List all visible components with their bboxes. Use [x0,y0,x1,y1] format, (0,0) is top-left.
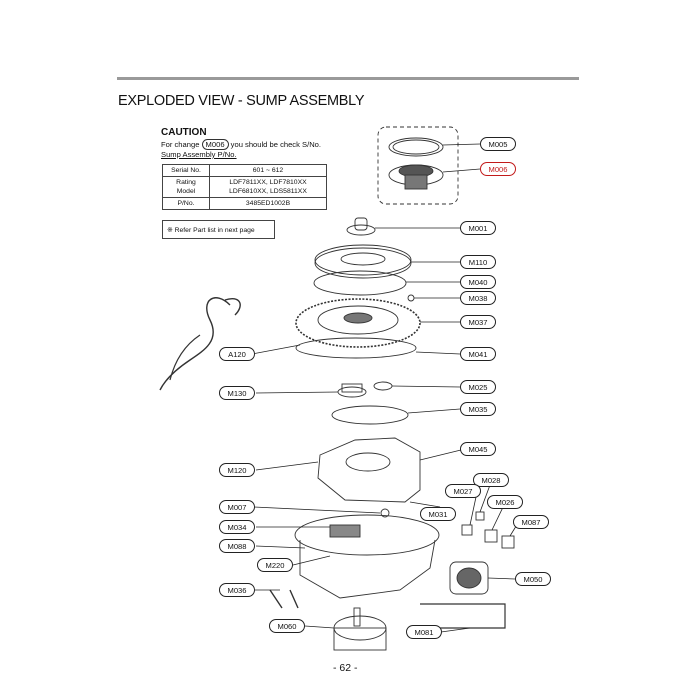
callout-m120: M120 [219,463,255,477]
part-sump-lower [299,539,436,599]
part-m036 [269,589,299,609]
part-m041 [295,337,417,359]
part-m035 [331,405,409,425]
part-m007 [380,508,390,518]
callout-m037: M037 [460,315,496,329]
part-m001-top [354,217,368,231]
part-m120-center [345,452,391,472]
pno-label: P/No. [162,197,210,210]
part-m088 [329,524,361,538]
part-m001 [346,224,376,236]
table-row: Serial No. 601 ~ 612 [162,164,327,177]
caution-line1-pre: For change [161,140,200,149]
caution-line-2: Sump Assembly P/No. [161,150,237,159]
header-rule [117,77,579,80]
part-m025 [373,381,393,391]
part-m087 [501,535,515,549]
callout-m110: M110 [460,255,496,269]
caution-line1-post: you should be check S/No. [230,140,322,149]
part-m027 [461,524,473,536]
page-number: - 62 - [333,662,358,674]
callout-m038: M038 [460,291,496,305]
part-m037-hub [343,312,373,324]
pno-value: 3485ED1002B [209,197,327,210]
part-m110 [314,247,412,279]
part-m040 [313,270,407,296]
part-m038 [407,294,415,302]
callout-m035: M035 [460,402,496,416]
part-m130-body [341,383,363,393]
part-m120 [317,437,421,503]
callout-m045: M045 [460,442,496,456]
callout-m007: M007 [219,500,255,514]
part-m005-ring [388,137,444,157]
part-m050-core [456,567,482,589]
callout-m060: M060 [269,619,305,633]
part-a120-wire-c [169,334,201,381]
callout-m005: M005 [480,137,516,151]
callout-m036: M036 [219,583,255,597]
sump-info-table: Serial No. 601 ~ 612 Rating Model LDF781… [162,164,327,210]
callout-m088: M088 [219,539,255,553]
rating-value-2: LDF6810XX, LDS5811XX [229,188,307,195]
part-sump-base [294,514,440,556]
table-row: P/No. 3485ED1002B [162,197,327,210]
callout-m026: M026 [487,495,523,509]
callout-m031: M031 [420,507,456,521]
part-m006-body [404,174,428,190]
callout-m027: M027 [445,484,481,498]
callout-m081: M081 [406,625,442,639]
callout-m041: M041 [460,347,496,361]
part-m060-shaft [353,607,361,627]
part-m060-body [333,627,387,651]
callout-m025: M025 [460,380,496,394]
part-m005-ring-inner [392,139,440,155]
callout-m220: M220 [257,558,293,572]
caution-title: CAUTION [161,127,207,138]
callout-m001: M001 [460,221,496,235]
page-title: EXPLODED VIEW - SUMP ASSEMBLY [118,93,365,109]
rating-value-1: LDF7811XX, LDF7810XX [229,179,307,186]
part-a120-wire-b [224,298,241,316]
callout-m050: M050 [515,572,551,586]
callout-m034: M034 [219,520,255,534]
callout-m087: M087 [513,515,549,529]
part-m081 [420,603,506,629]
callout-m006: M006 [480,162,516,176]
callout-a120: A120 [219,347,255,361]
caution-part-ref: M006 [201,139,229,150]
callout-m040: M040 [460,275,496,289]
callout-m028: M028 [473,473,509,487]
part-m110-center [340,252,386,266]
part-m026 [484,529,498,543]
inset-dashed-box [377,126,459,205]
part-m037 [295,298,421,348]
refer-note: ※ Refer Part list in next page [162,220,275,239]
part-m037-inner [317,305,399,335]
part-m110-top [314,244,412,276]
callout-m130: M130 [219,386,255,400]
part-m028 [475,511,485,521]
caution-line-1: For change M006 you should be check S/No… [161,139,321,150]
